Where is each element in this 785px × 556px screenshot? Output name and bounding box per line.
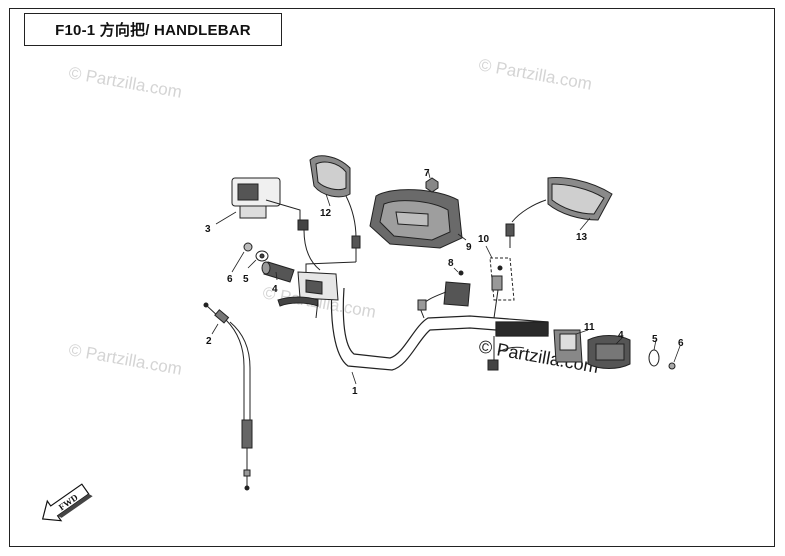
left-mirror	[305, 155, 361, 272]
watermark: © Partzilla.com	[477, 55, 593, 94]
callout-12: 12	[320, 208, 332, 219]
brake-master-cylinder	[231, 177, 321, 271]
callout-6: 6	[227, 274, 233, 285]
right-bolt	[648, 349, 676, 370]
right-grip	[587, 335, 631, 369]
handlebar-tube	[330, 287, 549, 371]
callout-5: 5	[243, 274, 249, 285]
callout-5-right: 5	[652, 334, 658, 345]
right-mirror	[505, 177, 613, 248]
callout-2: 2	[206, 336, 212, 347]
left-bolt	[243, 242, 269, 262]
leader-lines	[211, 169, 681, 385]
callout-1: 1	[352, 386, 358, 397]
title-box: F10-1 方向把/ HANDLEBAR	[24, 13, 282, 46]
callout-3: 3	[205, 224, 211, 235]
left-switch-housing	[277, 271, 339, 319]
diagram-frame	[9, 8, 775, 547]
diagram-title: F10-1 方向把/ HANDLEBAR	[55, 22, 251, 39]
callout-4: 4	[272, 284, 278, 295]
switch-bracket	[417, 270, 471, 319]
callout-13: 13	[576, 232, 588, 243]
callout-11: 11	[584, 322, 595, 333]
right-switch-housing	[487, 329, 583, 371]
watermark: © Partzilla.com	[67, 63, 183, 102]
watermark: © Partzilla.com	[67, 340, 183, 379]
wire-connector	[489, 257, 515, 319]
callout-7: 7	[424, 168, 430, 179]
callout-6-right: 6	[678, 338, 684, 349]
fwd-arrow: FWD	[41, 483, 93, 522]
callout-9: 9	[466, 242, 472, 253]
callout-4-right: 4	[618, 330, 624, 341]
headlight-cover	[369, 189, 463, 249]
left-grip	[261, 261, 295, 283]
callout-10: 10	[478, 234, 490, 245]
callout-8: 8	[448, 258, 454, 269]
throttle-cable	[203, 302, 253, 491]
nut	[425, 177, 439, 193]
